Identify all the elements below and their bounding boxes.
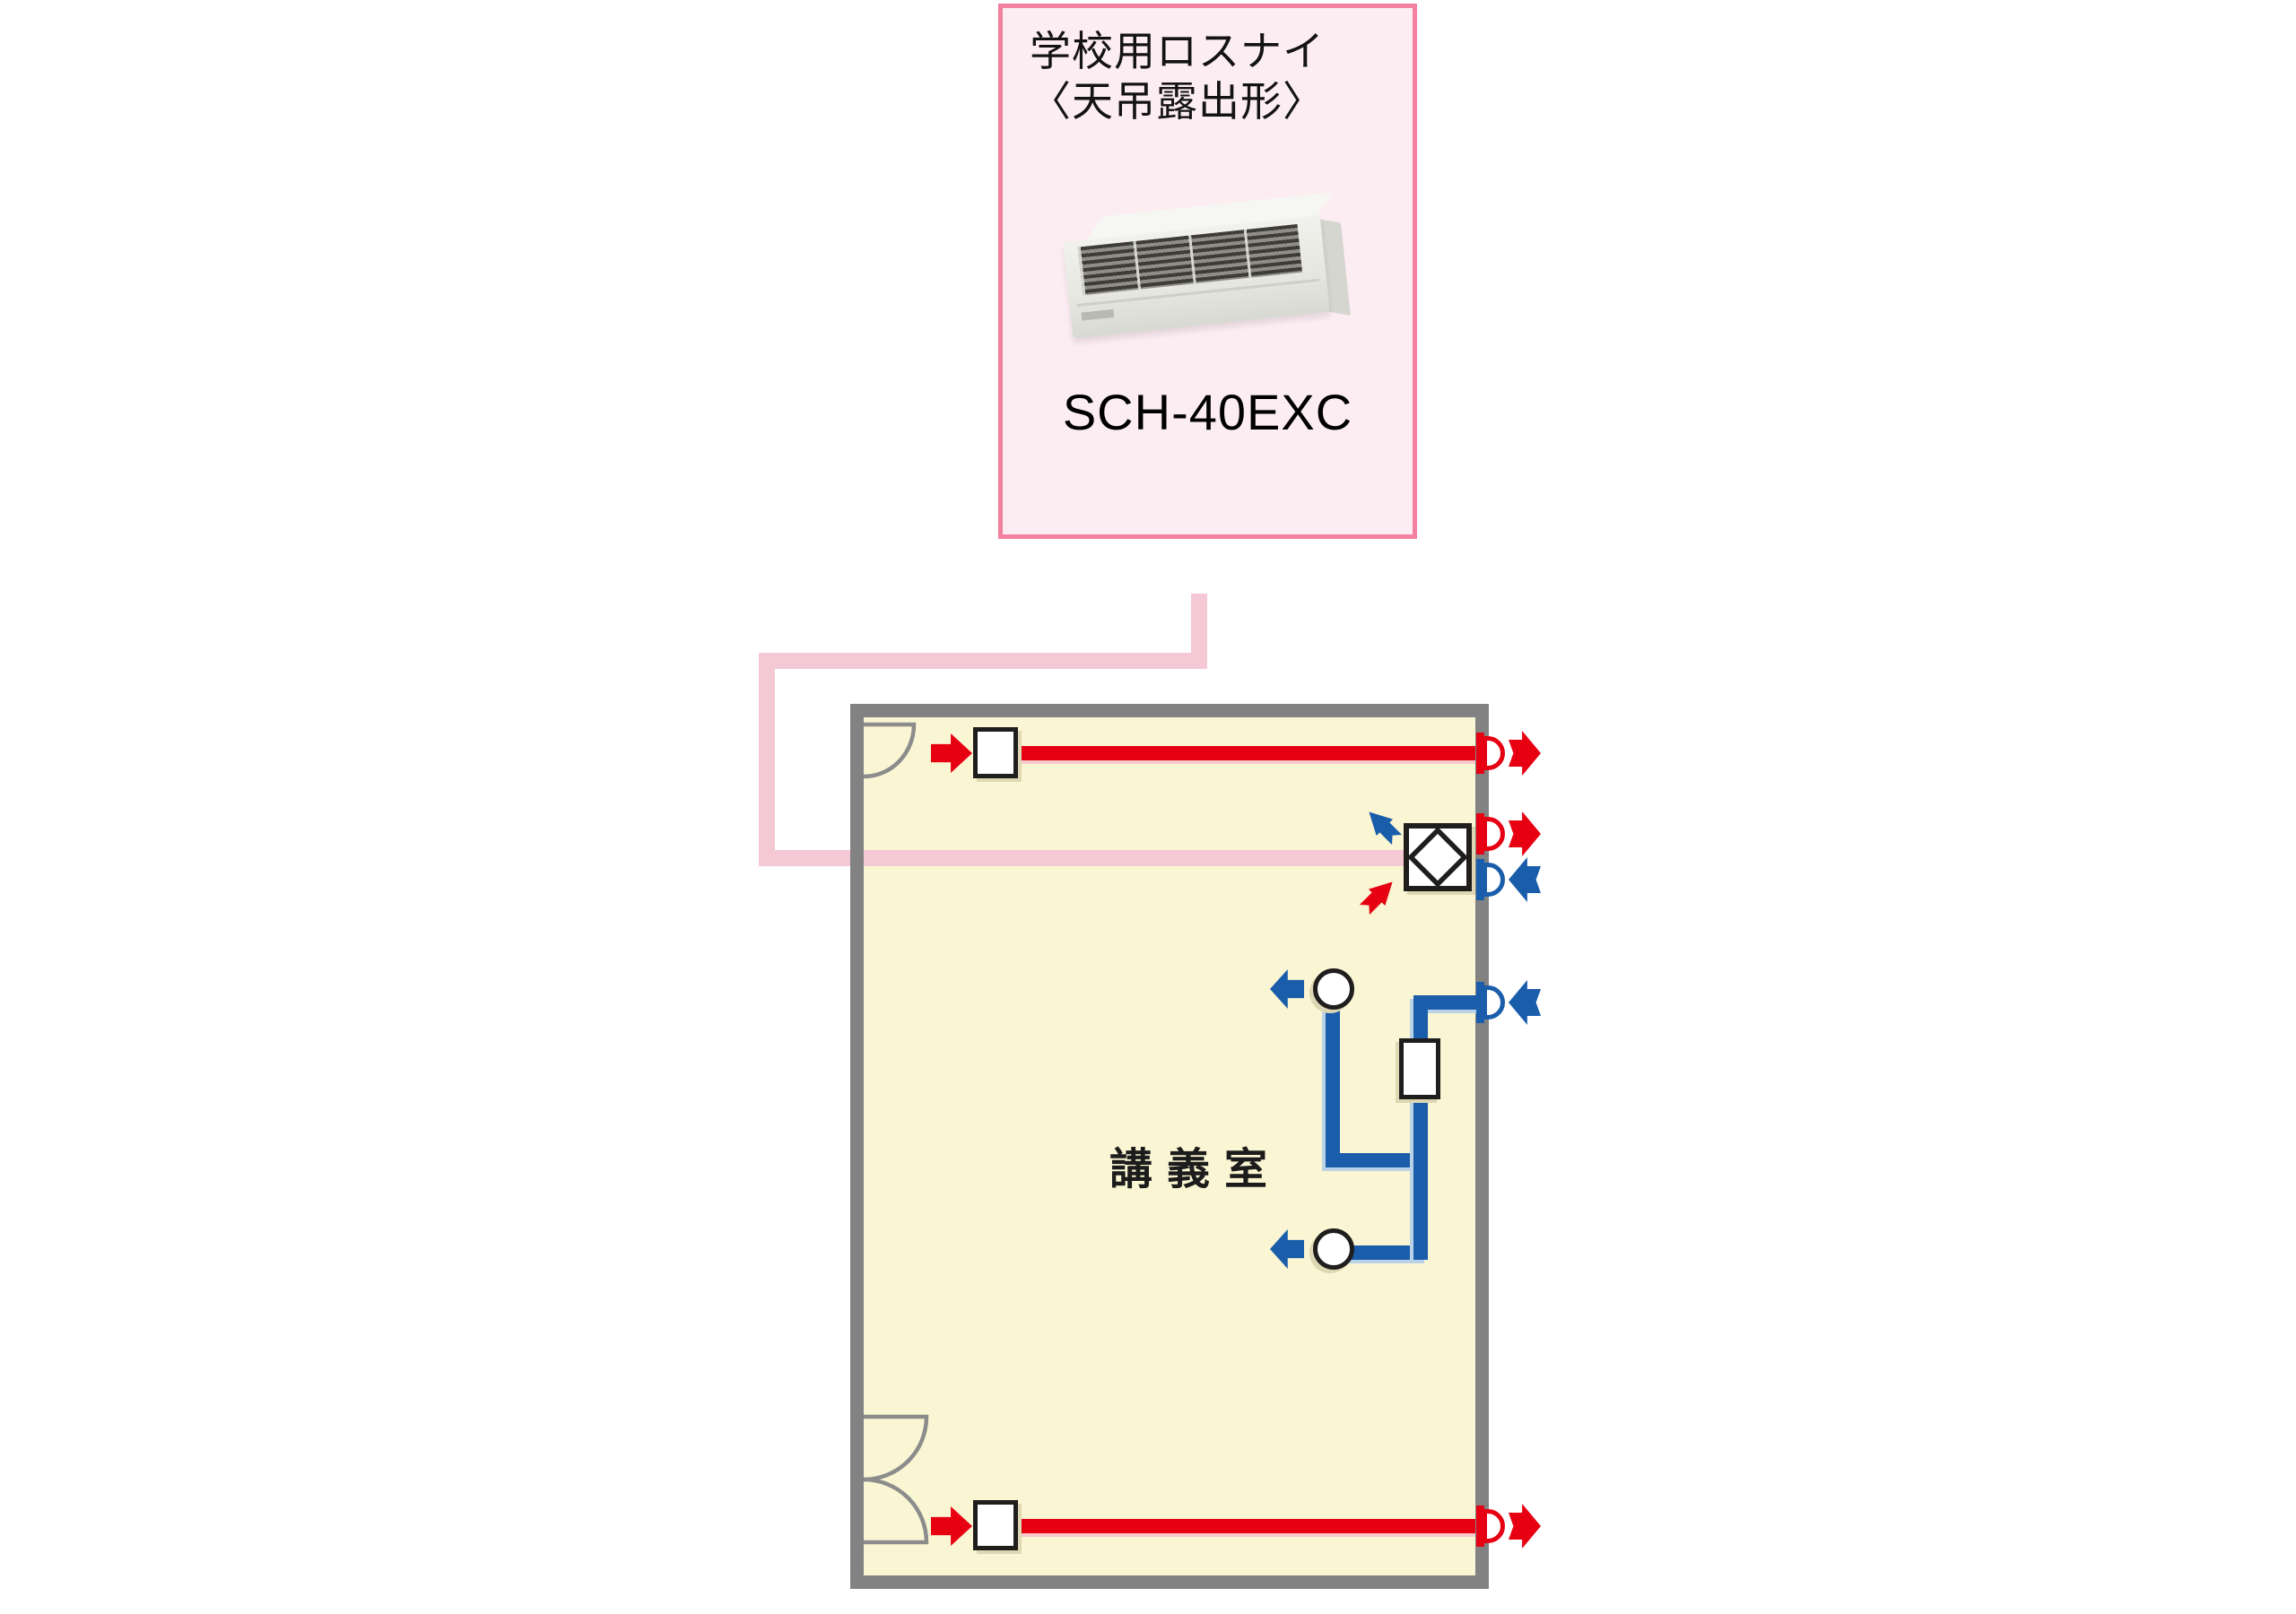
exhaust-fan-box-bottom	[973, 1500, 1018, 1550]
product-model: SCH-40EXC	[1062, 384, 1353, 440]
lossnay-exhaust-arrow-icon	[1509, 811, 1541, 856]
leader-line-segment-vertical-1	[1191, 594, 1207, 669]
lossnay-exhaust-nozzle-icon	[1476, 813, 1505, 855]
nozzle-stub	[1476, 1506, 1484, 1547]
leader-line-segment-horizontal-1	[759, 653, 1207, 669]
supply-fan-box	[1399, 1038, 1440, 1099]
supply-pipe-right-vertical	[1413, 995, 1428, 1260]
wall-outlet-nozzle-top-icon	[1476, 733, 1505, 774]
exhaust-fan-box-top	[973, 727, 1018, 778]
exhaust-duct-top	[1016, 746, 1475, 760]
supply-pipe-bottom-horizontal	[1334, 1245, 1428, 1260]
double-door-icon	[864, 1414, 929, 1545]
leader-line-segment-horizontal-2	[759, 850, 1405, 866]
nozzle-stub	[1476, 859, 1484, 900]
lossnay-intake-nozzle-icon	[1476, 859, 1505, 900]
nozzle-stub	[1476, 982, 1484, 1023]
lossnay-unit-icon	[1404, 823, 1472, 891]
nozzle-bell	[1483, 1509, 1505, 1543]
nozzle-stub	[1476, 813, 1484, 855]
unit-logo	[1081, 308, 1115, 321]
single-door-icon	[864, 722, 917, 779]
nozzle-bell	[1483, 863, 1505, 897]
product-callout-panel: 学校用ロスナイ 〈天吊露出形〉 SCH-40EXC	[998, 4, 1417, 539]
exhaust-duct-bottom	[1016, 1519, 1475, 1533]
supply-pipe-wall-elbow	[1413, 995, 1480, 1010]
product-title-line1: 学校用ロスナイ	[1030, 28, 1325, 74]
nozzle-bell	[1483, 736, 1505, 770]
product-photo	[1063, 192, 1351, 349]
heat-exchanger-core-icon	[1409, 829, 1466, 886]
nozzle-stub	[1476, 733, 1484, 774]
exhaust-outlet-arrow-top-icon	[1509, 731, 1541, 776]
supply-pipe-mid-horizontal	[1326, 1153, 1428, 1167]
nozzle-bell	[1483, 985, 1505, 1020]
product-title: 学校用ロスナイ 〈天吊露出形〉	[1030, 26, 1325, 126]
supply-diffuser-top-icon	[1313, 968, 1354, 1010]
supply-pipe-left-vertical	[1326, 986, 1340, 1167]
outdoor-intake-arrow-icon	[1509, 980, 1541, 1025]
exhaust-outlet-arrow-bottom-icon	[1509, 1504, 1541, 1549]
wall-intake-nozzle-icon	[1476, 982, 1505, 1023]
supply-diffuser-bottom-icon	[1313, 1228, 1354, 1270]
room-label: 講義室	[1109, 1146, 1282, 1193]
leader-line-segment-vertical-2	[759, 653, 775, 866]
nozzle-bell	[1483, 817, 1505, 851]
product-title-line2: 〈天吊露出形〉	[1030, 78, 1325, 125]
lossnay-intake-arrow-icon	[1509, 857, 1541, 902]
room-walls	[850, 704, 1489, 1589]
wall-outlet-nozzle-bottom-icon	[1476, 1506, 1505, 1547]
